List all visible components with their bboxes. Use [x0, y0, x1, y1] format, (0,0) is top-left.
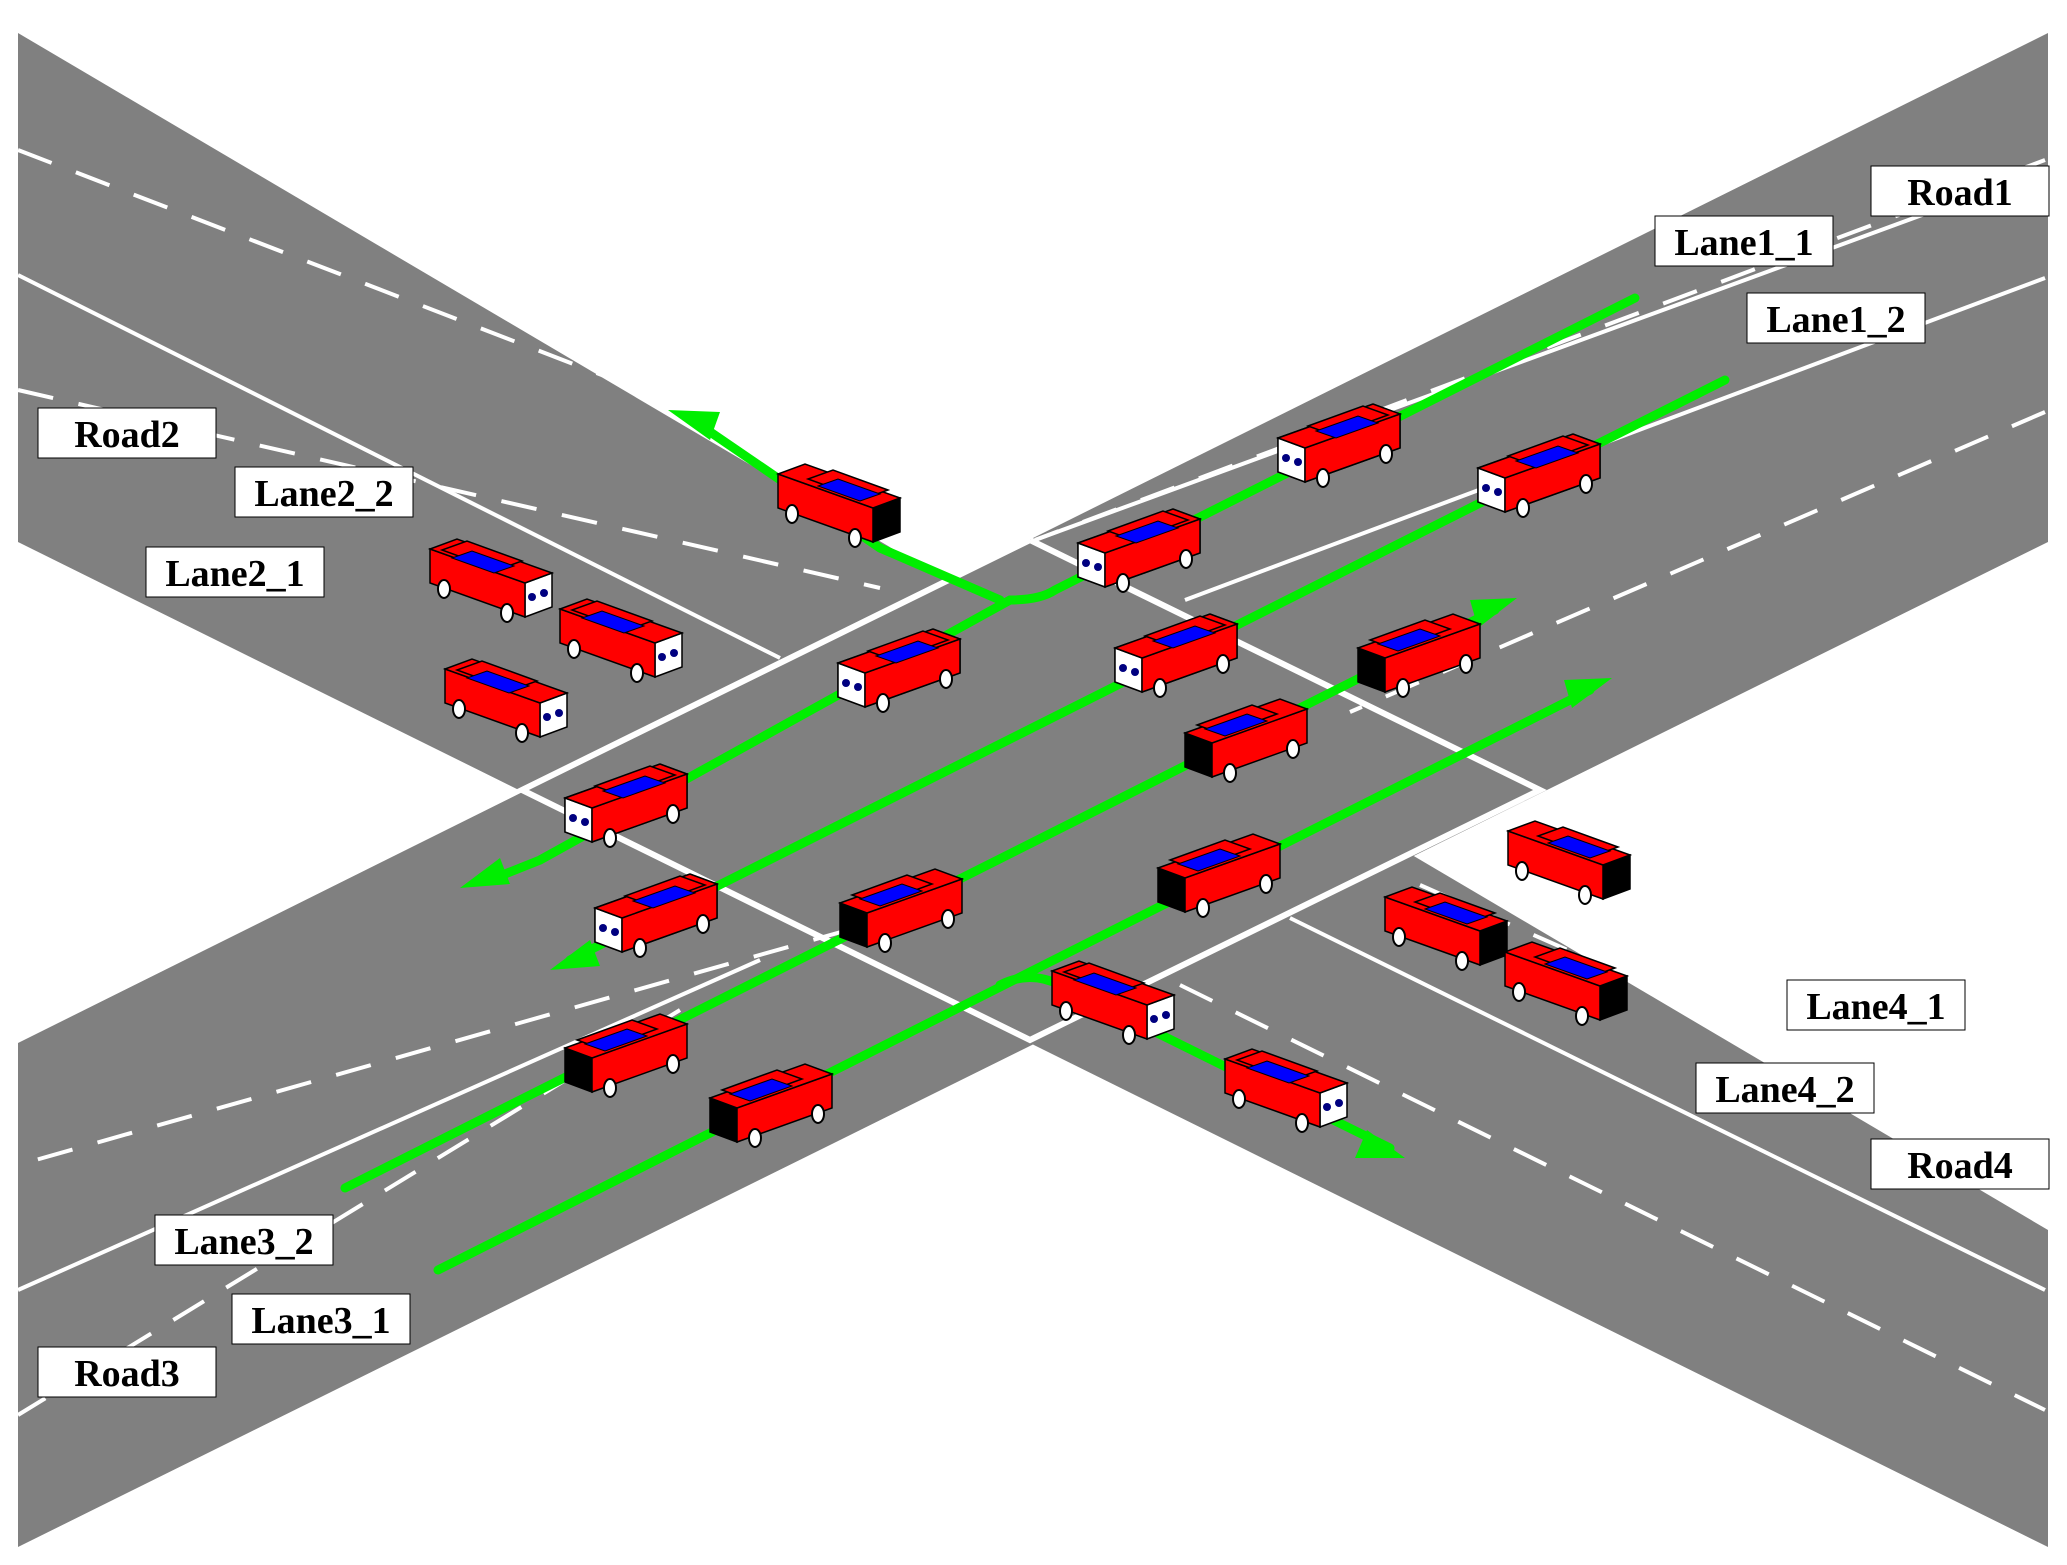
route-lane1-1 — [485, 293, 1640, 885]
svg-text:Road1: Road1 — [1907, 172, 2013, 214]
svg-text:Lane3_1: Lane3_1 — [251, 1300, 390, 1342]
label-road3: Road3 — [37, 1346, 217, 1398]
label-lane4-1: Lane4_1 — [1786, 979, 1966, 1031]
label-road2: Road2 — [37, 407, 217, 459]
label-road1: Road1 — [1870, 165, 2050, 217]
svg-text:Lane3_2: Lane3_2 — [174, 1221, 313, 1263]
label-lane3-2: Lane3_2 — [154, 1214, 334, 1266]
label-lane2-2: Lane2_2 — [234, 466, 414, 518]
arrowhead-road3-a — [460, 858, 510, 888]
car-icon — [1507, 820, 1631, 905]
label-lane2-1: Lane2_1 — [145, 546, 325, 598]
svg-text:Lane4_2: Lane4_2 — [1715, 1069, 1854, 1111]
svg-text:Lane1_1: Lane1_1 — [1674, 222, 1813, 264]
svg-text:Road4: Road4 — [1907, 1145, 2013, 1187]
arrowhead-road4 — [1355, 1130, 1405, 1158]
svg-text:Lane2_1: Lane2_1 — [165, 553, 304, 595]
label-lane1-2: Lane1_2 — [1746, 292, 1926, 344]
road-1-3 — [18, 33, 2048, 1547]
intersection-boundary — [515, 537, 1547, 1044]
label-lane3-1: Lane3_1 — [231, 1293, 411, 1345]
arrowhead-road2 — [668, 410, 720, 440]
svg-text:Road2: Road2 — [74, 414, 180, 456]
label-road4: Road4 — [1870, 1138, 2050, 1190]
route-road2-turn — [695, 420, 1005, 605]
svg-text:Lane4_1: Lane4_1 — [1806, 986, 1945, 1028]
svg-text:Lane1_2: Lane1_2 — [1766, 299, 1905, 341]
svg-text:Lane2_2: Lane2_2 — [254, 473, 393, 515]
arrowhead-road1-a — [1470, 598, 1517, 628]
svg-text:Road3: Road3 — [74, 1353, 180, 1395]
label-lane1-1: Lane1_1 — [1654, 215, 1834, 267]
route-arrowheads — [460, 410, 1612, 1158]
arrowhead-road3-b — [550, 940, 600, 970]
arrowhead-road1-b — [1564, 678, 1612, 708]
label-lane4-2: Lane4_2 — [1695, 1062, 1875, 1114]
